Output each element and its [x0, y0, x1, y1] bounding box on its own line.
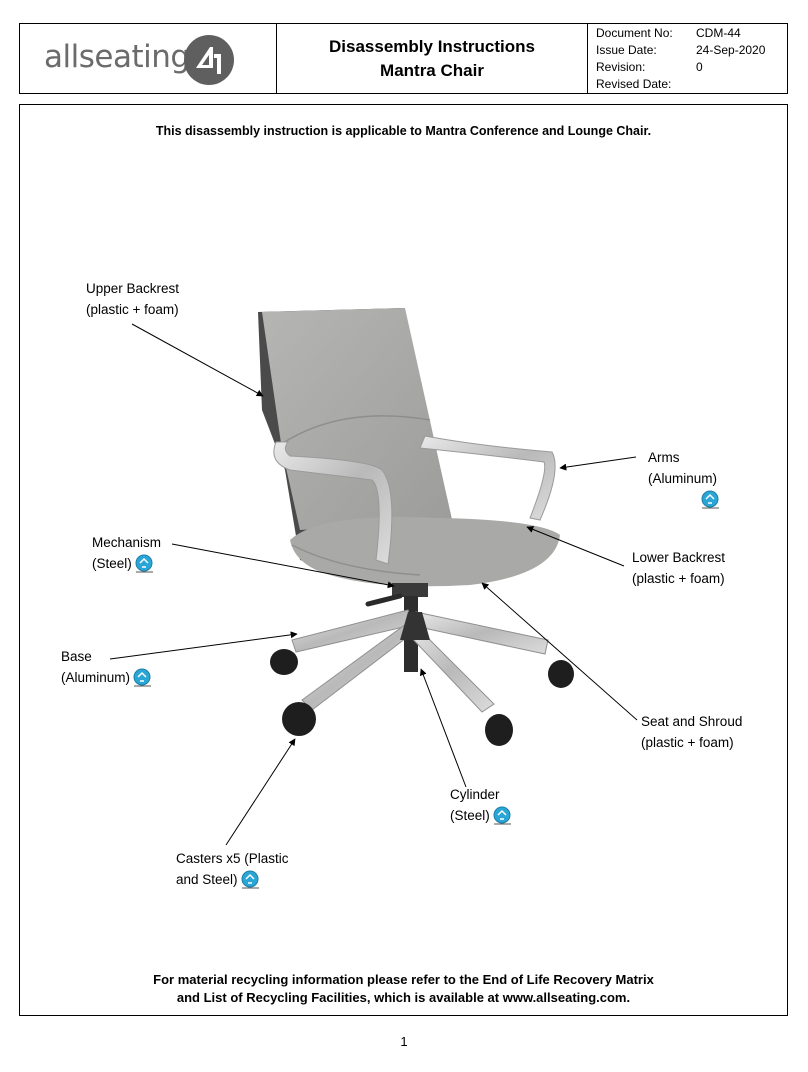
- leader-base: [109, 631, 298, 660]
- leader-arms: [559, 456, 637, 471]
- meta-row-revision: Revision: 0: [596, 60, 703, 74]
- product-title: Mantra Chair: [380, 60, 484, 80]
- callout-seat-shroud: Seat and Shroud (plastic + foam): [641, 714, 743, 750]
- callout-casters: Casters x5 (Plastic and Steel): [176, 848, 289, 890]
- document-title: Disassembly Instructions: [329, 36, 535, 56]
- chair-illustration: [258, 308, 574, 746]
- leader-cylinder: [419, 668, 467, 788]
- page-number: 1: [400, 1034, 408, 1049]
- callout-base: Base (Aluminum): [61, 646, 152, 688]
- recycle-icon: [701, 490, 719, 509]
- recycling-note: For material recycling information pleas…: [153, 972, 654, 1005]
- meta-row-document-no: Document No: CDM-44: [596, 26, 741, 40]
- leader-lines: [109, 323, 638, 846]
- callout-upper-backrest: Upper Backrest (plastic + foam): [86, 281, 180, 317]
- leader-lower-backrest: [526, 526, 625, 567]
- logo-wordmark: allseating: [44, 39, 190, 75]
- allseating-logo-icon: [184, 35, 234, 85]
- content-frame: This disassembly instruction is applicab…: [19, 104, 788, 1016]
- recycle-icon: [493, 806, 511, 825]
- meta-row-revised-date: Revised Date:: [596, 77, 672, 91]
- recycle-icon: [135, 554, 153, 573]
- meta-row-issue-date: Issue Date: 24-Sep-2020: [596, 43, 766, 57]
- leader-seat-shroud: [481, 582, 638, 721]
- callout-cylinder: Cylinder (Steel): [450, 784, 512, 826]
- leader-mechanism: [171, 543, 395, 589]
- recycle-icon: [241, 870, 259, 889]
- callout-arms: Arms (Aluminum): [648, 447, 720, 510]
- recycle-icon: [133, 668, 152, 687]
- intro-text: This disassembly instruction is applicab…: [155, 124, 652, 138]
- callout-mechanism: Mechanism (Steel): [92, 532, 161, 574]
- leader-upper-backrest: [131, 323, 264, 397]
- title-cell: Disassembly Instructions Mantra Chair: [277, 24, 588, 93]
- callout-lower-backrest: Lower Backrest (plastic + foam): [632, 550, 726, 586]
- document-header: allseating Disassembly Instructions Mant…: [19, 23, 788, 94]
- logo-cell: allseating: [20, 24, 277, 93]
- document-meta: Document No: CDM-44 Issue Date: 24-Sep-2…: [588, 24, 787, 93]
- leader-casters: [225, 738, 296, 846]
